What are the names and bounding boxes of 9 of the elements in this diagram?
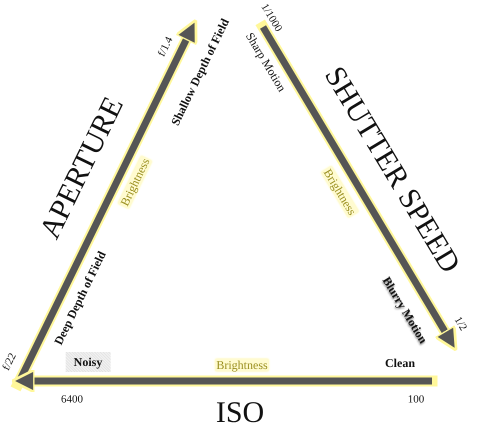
- scale-value: f/22: [1, 352, 19, 372]
- axis-title: ISO: [216, 398, 264, 428]
- effect-label: Noisy: [66, 352, 110, 372]
- scale-value: f/1.4: [156, 35, 176, 59]
- scale-value: 100: [408, 394, 424, 406]
- effect-label: Clean: [385, 357, 415, 369]
- scale-value: 6400: [61, 394, 83, 406]
- direction-label: Brightness: [215, 359, 269, 371]
- scale-value: 1/2: [452, 315, 468, 333]
